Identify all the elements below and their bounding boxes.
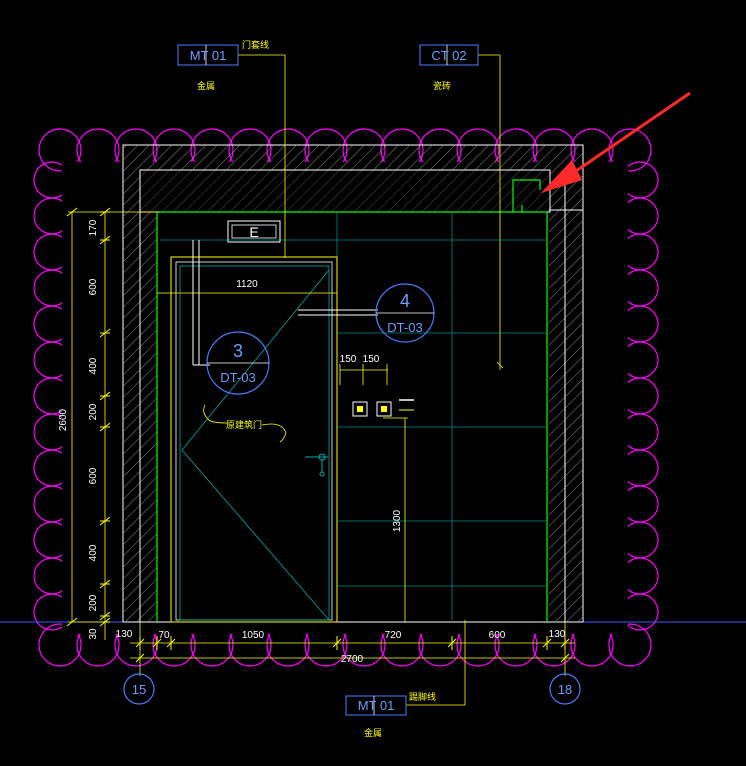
section-mark-4-number: 4 <box>400 291 410 311</box>
switch-dimension-lines <box>339 364 408 622</box>
v-dim-1: 170 <box>88 219 99 236</box>
axis-bubble-right: 18 <box>549 673 581 705</box>
dimension-tick <box>66 617 78 627</box>
section-mark-3: 3 DT-03 <box>206 331 270 395</box>
door-label-leader <box>203 404 287 443</box>
door-frame <box>170 256 338 623</box>
section-mark-3-sheet: DT-03 <box>220 370 255 385</box>
callout-mt01-top: MT 01 门套线 金属 <box>177 39 269 91</box>
v-dim-7: 200 <box>88 594 99 611</box>
vertical-dimension-ticks <box>66 207 111 627</box>
v-dim-4: 200 <box>88 403 99 420</box>
callout-mt01-bottom-note: 踢脚线 <box>409 691 436 702</box>
callout-mt01-bottom: MT 01 踢脚线 金属 <box>345 691 436 738</box>
dimension-tick <box>135 653 145 663</box>
axis-bubble-left: 15 <box>123 673 155 705</box>
horizontal-dimension-ticks <box>135 636 570 663</box>
tile-grid <box>160 212 547 620</box>
wall-section <box>122 144 584 623</box>
section-mark-4-sheet: DT-03 <box>387 320 422 335</box>
v-dim-3: 400 <box>88 357 99 374</box>
callout-ct02-top-code: CT 02 <box>431 48 466 63</box>
callout-mt01-top-note: 门套线 <box>242 39 269 50</box>
axis-left-label: 15 <box>132 682 146 697</box>
h-dim-2: 70 <box>158 630 170 641</box>
callout-ct02-top: CT 02 瓷砖 <box>419 44 479 91</box>
callout-mt01-bottom-code: MT 01 <box>358 698 395 713</box>
section-leaders <box>192 240 378 366</box>
h-dim-5: 600 <box>489 630 506 641</box>
door-width-dim-value: 1120 <box>236 279 258 290</box>
callout-leaders <box>238 54 504 706</box>
cloud-scallop <box>38 128 82 172</box>
section-mark-3-number: 3 <box>233 341 243 361</box>
switch-dim-2: 150 <box>363 354 380 365</box>
exit-sign: E <box>227 220 281 243</box>
callout-mt01-bottom-sub: 金属 <box>364 727 382 738</box>
v-dim-8: 30 <box>88 628 99 640</box>
v-dim-total: 2600 <box>58 408 69 431</box>
red-arrow-icon <box>541 91 691 193</box>
door-label: 原建筑门 <box>226 419 262 430</box>
callout-mt01-top-code: MT 01 <box>190 48 227 63</box>
v-dim-2: 600 <box>88 278 99 295</box>
cloud-scallop <box>608 623 652 667</box>
h-dim-3: 1050 <box>242 630 265 641</box>
switch-plates <box>352 399 414 417</box>
h-dim-6: 130 <box>549 629 566 640</box>
h-dim-4: 720 <box>385 630 402 641</box>
vertical-dimension-lines <box>68 211 160 640</box>
h-dim-total: 2700 <box>341 654 364 665</box>
callout-ct02-top-sub: 瓷砖 <box>433 80 451 91</box>
axis-right-label: 18 <box>558 682 572 697</box>
finish-line <box>156 179 548 622</box>
dimension-tick <box>560 653 570 663</box>
cloud-scallop <box>38 623 82 667</box>
dimension-tick <box>66 207 78 217</box>
v-dim-6: 400 <box>88 544 99 561</box>
switch-dim-1: 150 <box>340 354 357 365</box>
section-mark-4: 4 DT-03 <box>375 283 435 343</box>
switch-height-dim: 1300 <box>392 509 403 532</box>
h-dim-1: 130 <box>116 629 133 640</box>
callout-mt01-top-sub: 金属 <box>197 80 215 91</box>
exit-sign-label: E <box>249 224 258 240</box>
door-handle-icon <box>305 453 328 477</box>
v-dim-5: 600 <box>88 467 99 484</box>
